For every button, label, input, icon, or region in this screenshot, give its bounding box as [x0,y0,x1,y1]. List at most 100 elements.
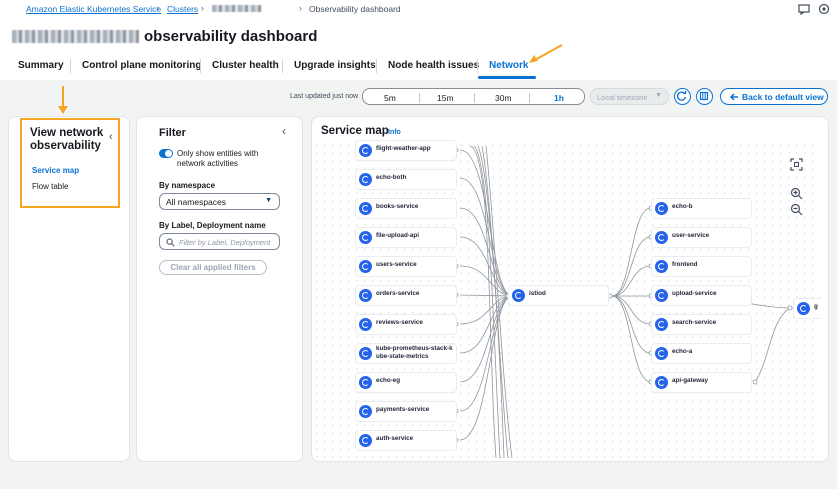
kubernetes-service-icon [512,289,525,302]
nav-title: View network observability [30,127,104,152]
service-node[interactable]: reviews-service [355,314,457,335]
collapse-chevron-icon[interactable]: ‹ [109,131,113,143]
clear-filters-button[interactable]: Clear all applied filters [159,260,267,275]
network-activity-toggle[interactable] [159,149,173,158]
range-30m[interactable]: 30m [495,93,512,103]
service-node[interactable]: kube-prometheus-stack-kube-state-metrics [355,343,457,364]
refresh-button[interactable] [674,88,691,105]
service-node[interactable]: file-upload-api [355,227,457,248]
kubernetes-service-icon [359,318,372,331]
tab-cluster-health[interactable]: Cluster health [212,60,279,71]
back-to-default-view-button[interactable]: Back to default view [720,88,828,105]
label-filter-placeholder: Filter by Label, Deployment [179,238,271,247]
page-header: observability dashboard Summary Control … [0,18,837,80]
chevron-right-icon: › [156,3,159,13]
service-node[interactable]: upload-service [651,285,752,306]
node-label: kube-prometheus-stack-kube-state-metrics [376,345,453,360]
node-label: echo-both [376,174,407,181]
tab-upgrade-insights[interactable]: Upgrade insights [294,60,376,71]
breadcrumb-eks[interactable]: Amazon Elastic Kubernetes Service [26,4,162,14]
kubernetes-service-icon [655,347,668,360]
service-node[interactable]: user-service [651,227,752,248]
service-node[interactable]: echo-both [355,169,457,190]
service-node[interactable]: auth-service [355,430,457,451]
node-label: reviews-service [376,319,423,326]
tab-bar: Summary Control plane monitoring Cluster… [0,56,837,79]
annotation-highlight-box [20,118,120,208]
tab-divider [282,59,283,73]
cluster-name-redacted[interactable] [212,5,262,12]
service-node[interactable]: books-service [355,198,457,219]
kubernetes-service-icon [655,289,668,302]
fit-to-screen-icon[interactable] [790,158,803,171]
breadcrumb-bar: Amazon Elastic Kubernetes Service › Clus… [0,0,837,18]
toggle-label: Only show entities with network activiti… [177,149,259,168]
last-updated-text: Last updated just now [290,93,359,100]
service-node[interactable]: users-service [355,256,457,277]
time-range-selector[interactable]: 5m 15m 30m 1h [362,88,585,105]
service-node[interactable]: echo-a [651,343,752,364]
service-node[interactable]: payments-service [355,401,457,422]
service-node[interactable]: orders-service [355,285,457,306]
collapse-chevron-icon[interactable]: ‹ [282,124,286,138]
feedback-icon[interactable] [798,3,810,15]
range-divider [529,93,530,103]
tab-control-plane-monitoring[interactable]: Control plane monitoring [82,60,202,71]
timezone-label: Local timezone [597,93,648,102]
node-label: frontend [672,261,698,268]
range-divider [474,93,475,103]
service-node[interactable]: api-gateway [651,372,752,393]
node-label: books-service [376,203,419,210]
zoom-out-icon[interactable] [790,203,803,216]
label-filter-input[interactable]: Filter by Label, Deployment [159,233,280,250]
nav-item-service-map[interactable]: Service map [32,166,80,175]
kubernetes-service-icon [359,231,372,244]
info-link[interactable]: Info [388,129,401,136]
kubernetes-service-icon [655,318,668,331]
settings-icon[interactable] [818,3,830,15]
namespace-select[interactable]: All namespaces ▼ [159,193,280,210]
kubernetes-service-icon [359,376,372,389]
range-15m[interactable]: 15m [437,93,454,103]
node-label: echo-a [672,348,693,355]
search-icon [166,238,175,247]
zoom-in-icon[interactable] [790,187,803,200]
cluster-name-redacted [12,30,139,43]
node-label: file-upload-api [376,232,420,239]
timezone-select[interactable]: Local timezone ▼ [590,88,669,105]
service-node[interactable]: g [793,298,821,319]
range-5m[interactable]: 5m [384,93,396,103]
service-node[interactable]: echo-eg [355,372,457,393]
refresh-icon [677,91,687,101]
kubernetes-service-icon [655,260,668,273]
tab-node-health-issues[interactable]: Node health issues [388,60,480,71]
namespace-label: By namespace [159,181,216,190]
range-1h[interactable]: 1h [554,93,564,103]
namespace-value: All namespaces [166,197,227,207]
node-label: echo-eg [376,377,401,384]
kubernetes-service-icon [359,434,372,447]
tab-divider [477,59,478,73]
tab-network[interactable]: Network [489,60,529,71]
node-label: payments-service [376,406,430,413]
chevron-right-icon: › [299,3,302,13]
node-label: api-gateway [672,377,709,384]
tab-summary[interactable]: Summary [18,60,64,71]
service-node[interactable]: flight-weather-app [355,140,457,161]
service-node-istiod[interactable]: istiod [508,285,609,306]
breadcrumb-current: Observability dashboard [309,4,401,14]
kubernetes-service-icon [797,302,810,315]
node-label: users-service [376,261,417,268]
service-node[interactable]: search-service [651,314,752,335]
nav-item-flow-table[interactable]: Flow table [32,182,69,191]
service-node[interactable]: echo-b [651,198,752,219]
label-filter-label: By Label, Deployment name [159,221,266,230]
kubernetes-service-icon [359,202,372,215]
tab-divider [376,59,377,73]
tab-divider [200,59,201,73]
caret-down-icon: ▼ [655,92,662,99]
service-node[interactable]: frontend [651,256,752,277]
breadcrumb-clusters[interactable]: Clusters [167,4,199,14]
kubernetes-service-icon [359,173,372,186]
table-view-button[interactable] [696,88,713,105]
